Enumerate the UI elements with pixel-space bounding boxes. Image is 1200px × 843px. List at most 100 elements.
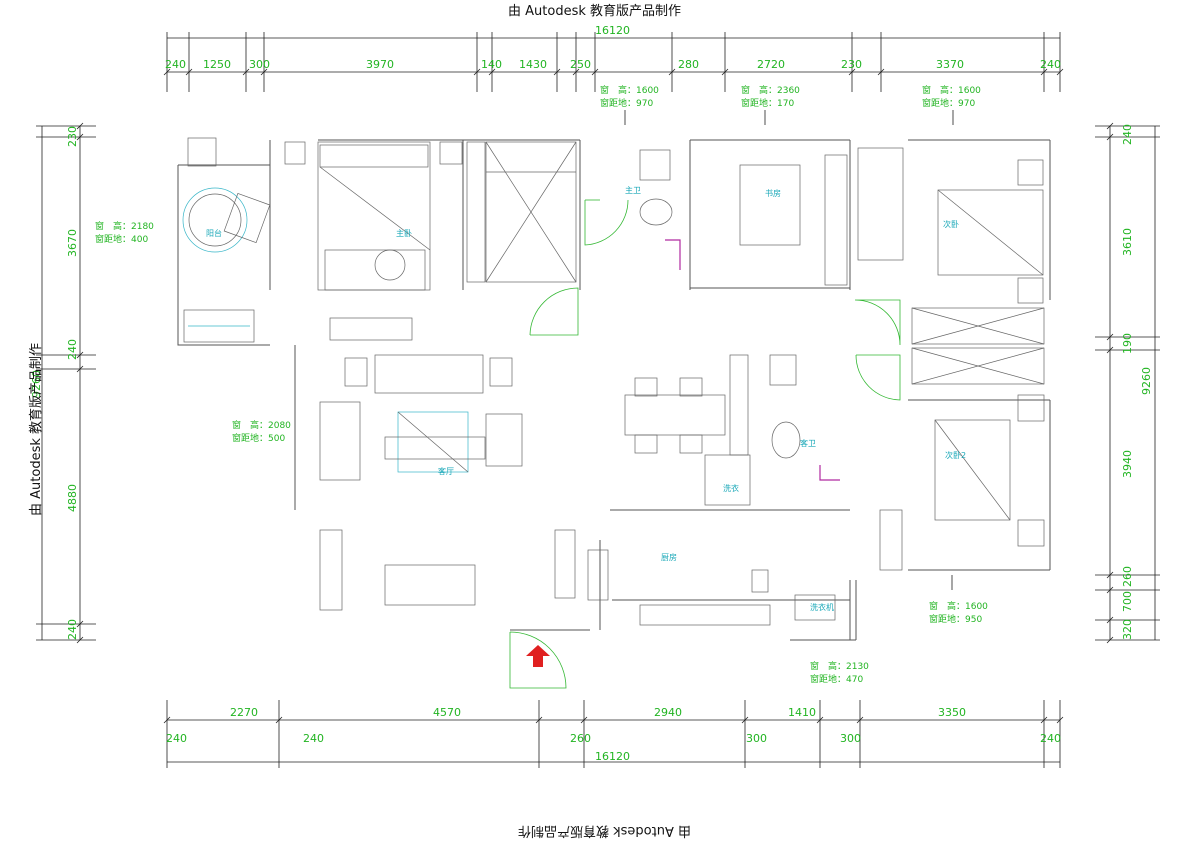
bottom-dim: 2270 [230,706,258,719]
dimension-tick [580,716,588,724]
svg-text:窗 高：2080: 窗 高：2080 [232,419,291,431]
walls [177,139,1051,641]
room-label: 书房 [765,188,781,198]
dimension-tick [76,620,84,628]
room-label: 洗衣机 [810,602,834,612]
top-dim: 3370 [936,58,964,71]
svg-text:窗距地：400: 窗距地：400 [95,233,148,245]
top-dimension-texts: 16120 240 1250 300 3970 140 1430 250 280… [165,24,1061,71]
svg-text:窗距地：470: 窗距地：470 [810,673,863,685]
dimension-tick [1106,133,1114,141]
left-dimension-texts: 9260 230 3670 240 4880 240 [30,126,79,640]
dimension-tick [721,68,729,76]
svg-text:窗 高：2130: 窗 高：2130 [810,660,869,672]
bottom-dim: 3350 [938,706,966,719]
dimension-tick [1056,68,1064,76]
left-dim: 240 [66,339,79,360]
dimension-tick [1040,68,1048,76]
window-note: 窗 高：1600 窗距地：970 [600,84,659,109]
bottom-total-dim: 16120 [595,750,630,763]
top-dim: 240 [165,58,186,71]
left-dim: 240 [66,619,79,640]
room-label: 次卧 [943,219,959,229]
bottom-dim: 4570 [433,706,461,719]
window-note: 窗 高：2180 窗距地：400 [95,220,154,245]
dimension-tick [1106,586,1114,594]
dimension-tick [275,716,283,724]
bottom-dim: 260 [570,732,591,745]
bottom-dimension-texts: 2270 4570 2940 1410 3350 240 240 260 300… [166,706,1061,763]
furniture [182,137,1045,626]
right-total-dim: 9260 [1140,367,1153,395]
window-note: 窗 高：2130 窗距地：470 [810,660,869,685]
dimension-tick [163,716,171,724]
note-leaders [624,110,954,590]
dimension-tick [473,68,481,76]
window-note: 窗 高：1600 窗距地：970 [922,84,981,109]
dimension-tick [553,68,561,76]
bottom-dim: 240 [303,732,324,745]
dimension-tick [488,68,496,76]
room-labels: 阳台 主卧 主卫 书房 次卧 客厅 客卫 洗衣 厨房 次卧2 洗衣机 [206,185,966,612]
left-dimension-lines [36,122,96,644]
door-swings [509,199,901,689]
window-note: 窗 高：2360 窗距地：170 [741,84,800,109]
top-dim: 140 [481,58,502,71]
dimension-tick [856,716,864,724]
svg-text:窗距地：170: 窗距地：170 [741,97,794,109]
svg-text:窗 高：2180: 窗 高：2180 [95,220,154,232]
window-notes: 窗 高：1600 窗距地：970 窗 高：2360 窗距地：170 窗 高：16… [95,84,988,685]
right-dim: 3940 [1121,450,1134,478]
room-label: 厨房 [661,552,677,562]
top-dim: 280 [678,58,699,71]
svg-text:窗距地：970: 窗距地：970 [600,97,653,109]
bottom-dim: 300 [840,732,861,745]
bottom-dim: 2940 [654,706,682,719]
dimension-tick [185,68,193,76]
dimension-tick [741,716,749,724]
watermark-left: 由 Autodesk 教育版产品制作 [29,343,44,516]
top-dim: 2720 [757,58,785,71]
top-dim: 300 [249,58,270,71]
entry-arrow-icon [526,645,550,667]
dimension-tick [1106,571,1114,579]
dimension-tick [1106,122,1114,130]
watermark-top: 由 Autodesk 教育版产品制作 [508,4,681,19]
dimension-tick [848,68,856,76]
dimension-tick [668,68,676,76]
bottom-dim: 240 [1040,732,1061,745]
dimension-tick [877,68,885,76]
dimension-tick [1056,716,1064,724]
svg-text:窗 高：2360: 窗 高：2360 [741,84,800,96]
top-dim: 250 [570,58,591,71]
left-dim: 4880 [66,484,79,512]
room-label: 主卧 [396,228,412,238]
dimension-tick [76,351,84,359]
dimension-tick [163,68,171,76]
left-total-dim: 9260 [30,370,43,398]
room-label: 阳台 [206,228,222,238]
svg-text:窗距地：950: 窗距地：950 [929,613,982,625]
svg-text:窗距地：970: 窗距地：970 [922,97,975,109]
dimension-tick [1106,333,1114,341]
dimension-tick [76,122,84,130]
watermark-bottom: 由 Autodesk 教育版产品制作 [518,823,691,838]
room-label: 次卧2 [945,450,966,460]
right-dim: 260 [1121,566,1134,587]
window-note: 窗 高：1600 窗距地：950 [929,600,988,625]
room-label: 洗衣 [723,483,739,493]
dimension-tick [816,716,824,724]
svg-text:窗距地：500: 窗距地：500 [232,432,285,444]
left-dim: 230 [66,126,79,147]
dimension-tick [1040,716,1048,724]
right-dim: 240 [1121,124,1134,145]
room-label: 主卫 [625,185,641,195]
dimension-tick [76,133,84,141]
dimension-tick [535,716,543,724]
dimension-tick [1106,346,1114,354]
dimension-tick [1106,636,1114,644]
dimension-tick [242,68,250,76]
right-dim: 190 [1121,333,1134,354]
dimension-tick [76,365,84,373]
